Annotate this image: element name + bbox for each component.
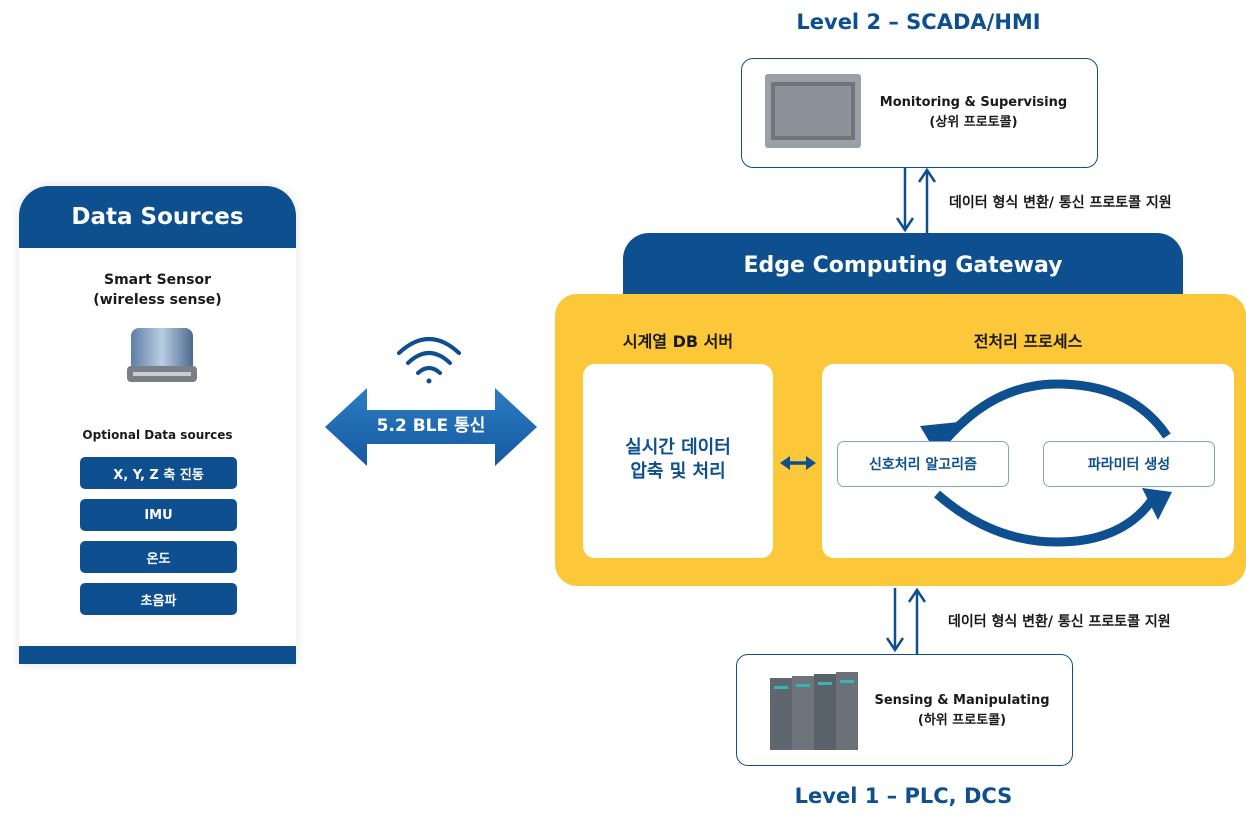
parameter-generation-pill: 파라미터 생성 bbox=[1043, 441, 1215, 487]
smart-sensor-title: Smart Sensor bbox=[104, 272, 211, 288]
preprocess-title: 전처리 프로세스 bbox=[973, 332, 1083, 351]
hmi-panel-image bbox=[765, 74, 861, 148]
db-box bbox=[583, 364, 773, 558]
ble-label: 5.2 BLE 통신 bbox=[376, 416, 486, 436]
level1-label-line1: Sensing & Manipulating bbox=[874, 693, 1050, 708]
bottom-bidirectional-arrows bbox=[885, 588, 927, 654]
conversion-label-top: 데이터 형식 변환/ 통신 프로토콜 지원 bbox=[949, 195, 1172, 211]
source-item-vibration: X, Y, Z 축 진동 bbox=[80, 457, 237, 489]
conversion-label-bottom: 데이터 형식 변환/ 통신 프로토콜 지원 bbox=[948, 614, 1171, 630]
ble-double-arrow bbox=[325, 388, 537, 466]
gateway-title-bar: Edge Computing Gateway bbox=[623, 233, 1183, 305]
gateway-title: Edge Computing Gateway bbox=[743, 253, 1063, 278]
source-item-temperature: 온도 bbox=[80, 541, 237, 573]
level2-label-line1: Monitoring & Supervising bbox=[879, 95, 1068, 110]
db-text-line2: 압축 및 처리 bbox=[630, 461, 726, 482]
cycle-arrows bbox=[920, 379, 1172, 547]
level2-heading: Level 2 – SCADA/HMI bbox=[796, 10, 1041, 34]
optional-sources-title: Optional Data sources bbox=[82, 428, 233, 442]
data-sources-title: Data Sources bbox=[19, 186, 296, 248]
db-title: 시계열 DB 서버 bbox=[622, 332, 734, 351]
plc-module-image bbox=[770, 672, 858, 750]
level1-label-line2: (하위 프로토콜) bbox=[917, 713, 1007, 728]
source-item-imu: IMU bbox=[80, 499, 237, 531]
top-bidirectional-arrows bbox=[895, 168, 937, 234]
level2-label-line2: (상위 프로토콜) bbox=[929, 115, 1018, 130]
db-text-line1: 실시간 데이터 bbox=[625, 437, 731, 458]
source-item-ultrasonic: 초음파 bbox=[80, 583, 237, 615]
signal-processing-pill: 신호처리 알고리즘 bbox=[837, 441, 1009, 487]
smart-sensor-image bbox=[127, 328, 197, 382]
level1-heading: Level 1 – PLC, DCS bbox=[794, 784, 1013, 808]
wifi-icon bbox=[397, 337, 461, 384]
smart-sensor-subtitle: (wireless sense) bbox=[93, 292, 222, 308]
db-process-double-arrow bbox=[780, 456, 816, 470]
data-sources-card: Data Sources Smart Sensor (wireless sens… bbox=[19, 186, 296, 664]
data-sources-footer-bar bbox=[19, 646, 296, 664]
